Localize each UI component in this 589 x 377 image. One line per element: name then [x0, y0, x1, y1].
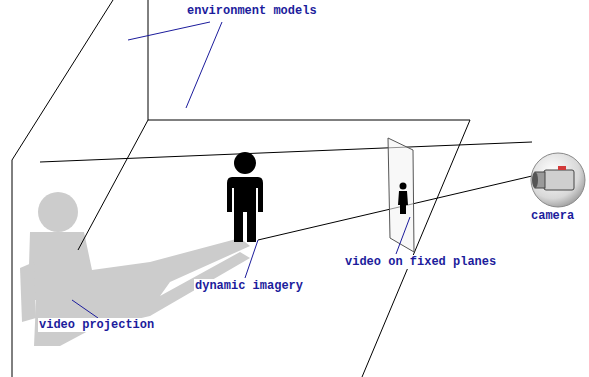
callout-label: video on fixed planes	[344, 255, 497, 269]
fixed-plane	[388, 138, 414, 252]
room-edges	[12, 0, 532, 377]
callout-label: camera	[530, 209, 575, 223]
callout-label: dynamic imagery	[194, 279, 304, 293]
video-projection-shadow	[20, 192, 250, 346]
camera-icon	[531, 153, 585, 207]
leader-lines	[72, 22, 410, 318]
callout-label: video projection	[38, 318, 155, 332]
callout-label: environment models	[186, 4, 318, 18]
person-figure	[227, 152, 263, 242]
